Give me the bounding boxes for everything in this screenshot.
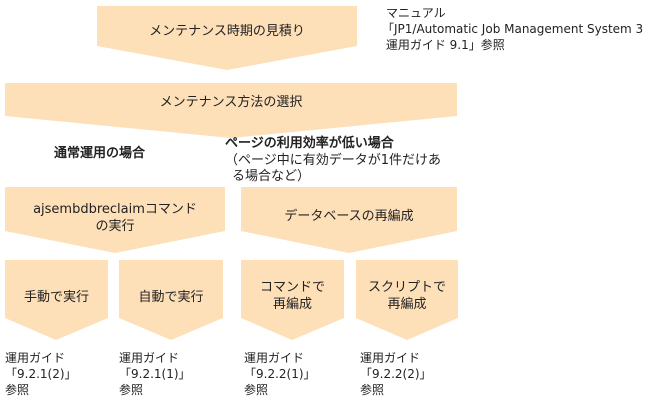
cmd-reorg-ref3: 参照: [244, 383, 269, 397]
branch-low-note2: る場合など）: [232, 169, 311, 184]
manual-note-line2: 「JP1/Automatic Job Management System 3: [382, 22, 644, 36]
manual-exec-ref3: 参照: [5, 383, 30, 397]
cmd-reorg-line2: 再編成: [272, 297, 312, 312]
shape-script-reorg: [356, 260, 458, 340]
script-reorg-ref3: 参照: [360, 383, 385, 397]
branch-normal-heading: 通常運用の場合: [54, 146, 146, 161]
branch-low-heading: ページの利用効率が低い場合: [225, 136, 394, 151]
cmd-reorg-ref1: 運用ガイド: [244, 351, 305, 365]
step-method-label: メンテナンス方法の選択: [159, 95, 303, 110]
branch-low-note1: （ページ中に有効データが1件だけあ: [225, 153, 442, 168]
script-reorg-line1: スクリプトで: [367, 280, 446, 295]
manual-exec-ref2: 「9.2.1(2)」: [5, 367, 77, 381]
auto-exec-label: 自動で実行: [138, 290, 204, 305]
manual-note-line1: マニュアル: [386, 6, 446, 20]
script-reorg-ref1: 運用ガイド: [360, 351, 421, 365]
step-estimate-label: メンテナンス時期の見積り: [149, 24, 305, 39]
shape-reorg: [241, 187, 457, 253]
manual-exec-ref1: 運用ガイド: [5, 351, 66, 365]
cmd-reorg-line1: コマンドで: [259, 280, 325, 295]
script-reorg-ref2: 「9.2.2(2)」: [360, 367, 432, 381]
shape-cmd-reorg: [241, 260, 344, 340]
cmd-reorg-ref2: 「9.2.2(1)」: [244, 367, 316, 381]
shape-method: [5, 83, 457, 138]
reorg-label: データベースの再編成: [284, 209, 414, 224]
auto-exec-ref1: 運用ガイド: [119, 351, 180, 365]
shape-reclaim: [5, 187, 225, 253]
reclaim-line2: の実行: [95, 219, 135, 234]
auto-exec-ref3: 参照: [119, 383, 144, 397]
script-reorg-line2: 再編成: [387, 297, 427, 312]
manual-exec-label: 手動で実行: [23, 290, 89, 305]
reclaim-line1: ajsembdbreclaimコマンド: [33, 202, 197, 217]
shape-manual-exec: [5, 260, 108, 340]
auto-exec-ref2: 「9.2.1(1)」: [119, 367, 191, 381]
shape-estimate: [97, 6, 357, 70]
manual-note-line3: 運用ガイド 9.1」参照: [382, 38, 505, 52]
shape-auto-exec: [119, 260, 223, 340]
